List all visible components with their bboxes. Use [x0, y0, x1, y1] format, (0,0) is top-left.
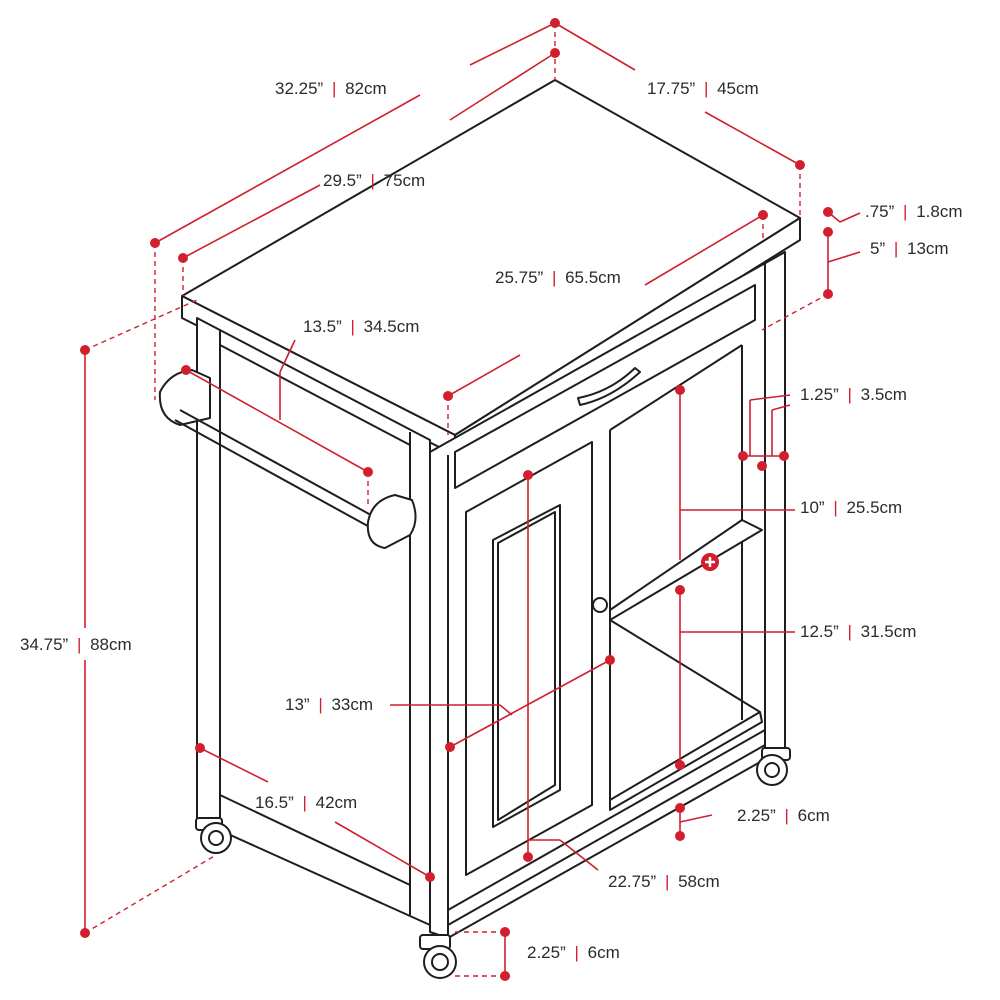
plus-marker-icon — [701, 553, 719, 571]
label-door-width: 13” | 33cm — [285, 695, 373, 714]
open-shelf-compartment — [609, 344, 763, 811]
drawer-handle — [577, 367, 641, 406]
label-side-depth: 16.5” | 42cm — [255, 793, 357, 812]
dimension-lines — [80, 18, 861, 981]
label-caster-height: 2.25” | 6cm — [527, 943, 620, 962]
door-knob — [592, 597, 608, 613]
caster-wheel-front-right — [756, 747, 791, 786]
label-inner-width: 25.75” | 65.5cm — [495, 268, 621, 287]
label-total-height: 34.75” | 88cm — [20, 635, 132, 654]
caster-wheel-rear-left — [195, 817, 232, 854]
label-depth: 17.75” | 45cm — [647, 79, 759, 98]
label-upper-shelf: 10” | 25.5cm — [800, 498, 902, 517]
drawer — [454, 284, 756, 489]
bottom-rail — [447, 729, 766, 926]
label-top-thickness: .75” | 1.8cm — [865, 202, 962, 221]
towel-bar — [158, 369, 417, 549]
label-top-width: 29.5” | 75cm — [323, 171, 425, 190]
caster-wheel-front-left — [419, 934, 457, 979]
front-frame — [429, 251, 786, 939]
label-leg-width: 1.25” | 3.5cm — [800, 385, 907, 404]
casters — [195, 747, 791, 979]
label-drawer-height: 5” | 13cm — [870, 239, 949, 258]
cart-drawing — [158, 79, 801, 979]
cabinet-door — [465, 441, 608, 876]
label-door-height: 22.75” | 58cm — [608, 872, 720, 891]
label-lower-shelf: 12.5” | 31.5cm — [800, 622, 916, 641]
label-towel-bar: 13.5” | 34.5cm — [303, 317, 419, 336]
label-overall-width: 32.25” | 82cm — [275, 79, 387, 98]
label-bottom-clearance: 2.25” | 6cm — [737, 806, 830, 825]
dimension-labels: 32.25” | 82cm 29.5” | 75cm 17.75” | 45cm… — [20, 79, 962, 962]
